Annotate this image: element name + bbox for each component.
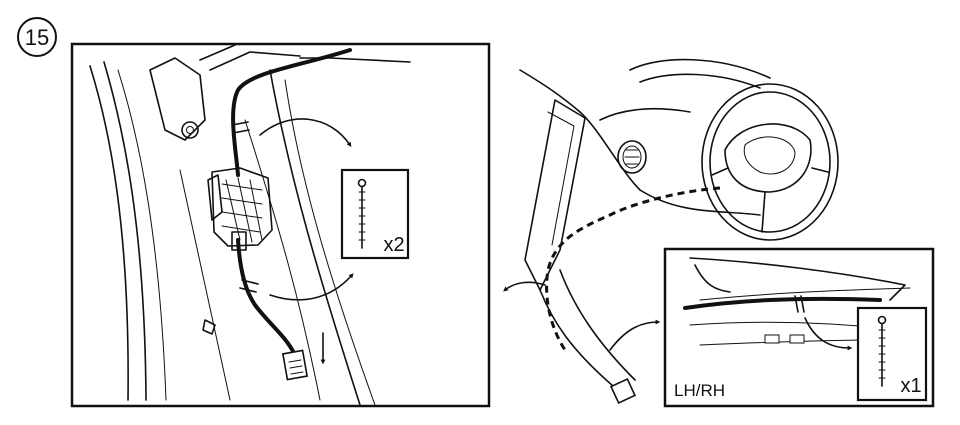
left-detail-panel: x2 — [70, 42, 491, 408]
a-pillar-trim — [524, 99, 637, 405]
installed-cable-tie-lower — [239, 279, 259, 293]
cable-tie-icon — [877, 315, 887, 387]
harness-routing-path — [545, 186, 721, 351]
steering-wheel — [701, 83, 839, 241]
inset-detail-panel: x1 LH/RH — [663, 247, 935, 408]
arrow-remove-upper — [259, 118, 352, 147]
harness-connector — [207, 167, 273, 251]
quantity-label: x2 — [383, 234, 404, 256]
arrow-remove-lower — [269, 273, 354, 301]
arrow-pillar-side — [503, 281, 546, 292]
connector-plug — [281, 349, 309, 381]
arrow-to-callout — [804, 317, 853, 351]
arrow-to-inset — [609, 319, 661, 351]
installed-cable-tie-upper — [231, 121, 250, 134]
installed-cable-tie-inset — [794, 295, 805, 313]
cable-tie-icon — [357, 178, 367, 249]
wire-harness — [231, 48, 352, 357]
cable-tie-callout-x1: x1 — [856, 306, 928, 402]
step-number-badge: 15 — [17, 17, 57, 57]
step-number: 15 — [25, 25, 49, 50]
air-vent — [617, 140, 647, 174]
dashboard-scene — [503, 58, 839, 405]
side-label: LH/RH — [674, 381, 725, 400]
quantity-label: x1 — [900, 375, 921, 397]
cable-tie-callout-x2: x2 — [340, 168, 410, 260]
